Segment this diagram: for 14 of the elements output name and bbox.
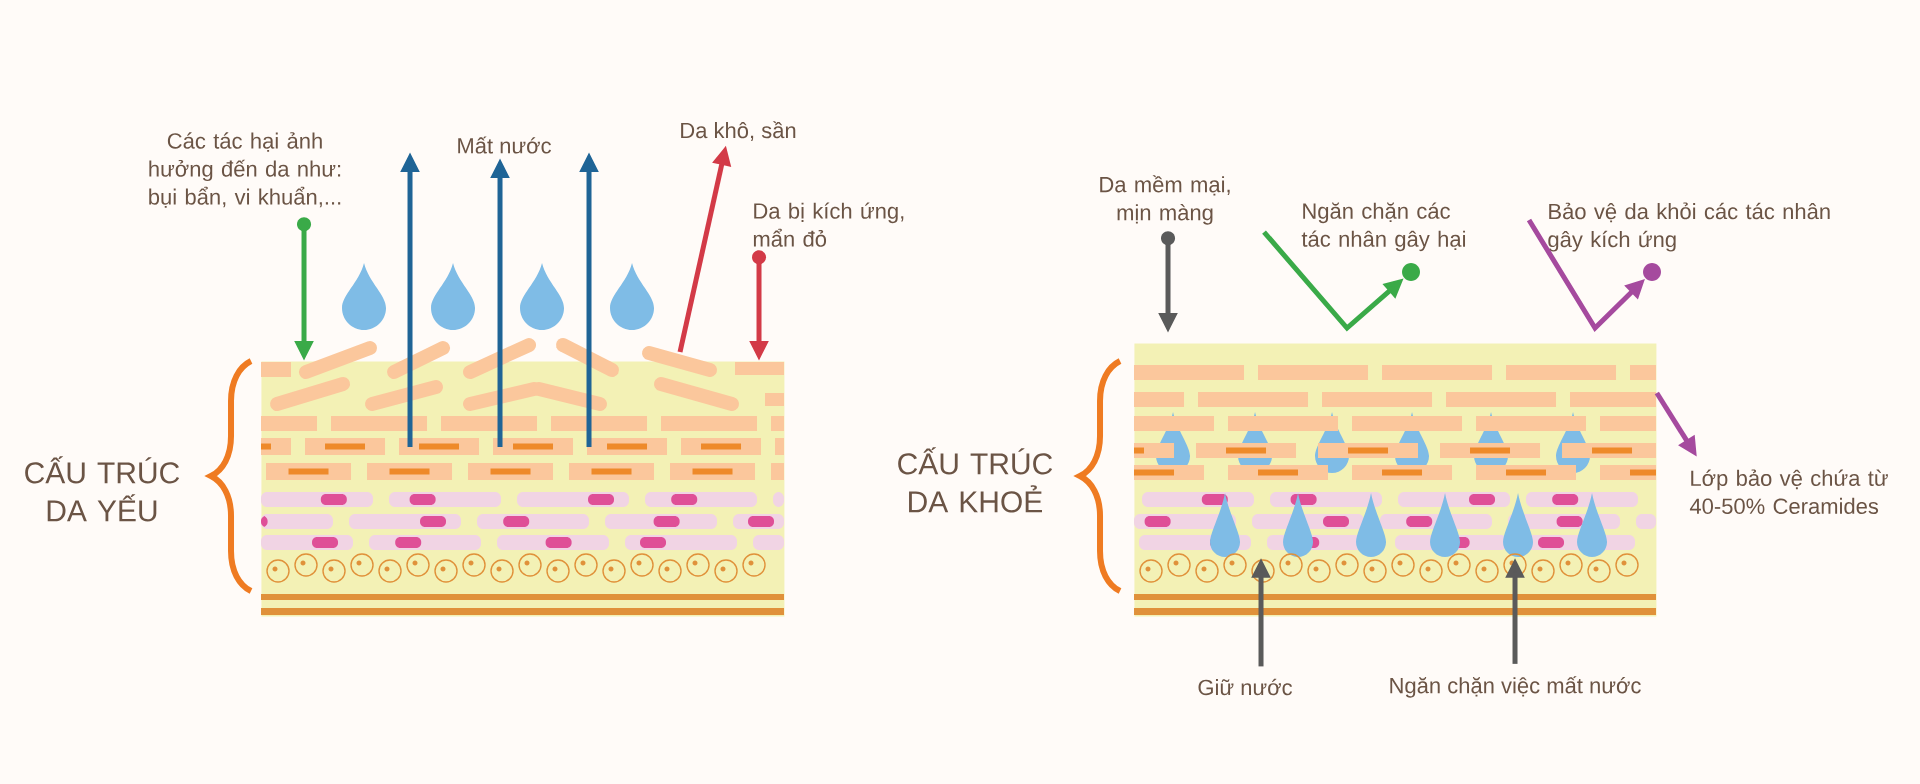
callout-text: Da khô, sần (681, 121, 796, 141)
callout-text: Lớp bảo vệ chứa từ 40-50% Ceramides (1689, 469, 1888, 514)
callout-text: Ngăn chặn việc mất nước (1390, 676, 1641, 698)
callout-text: Các tác hại ảnh hưởng đến da như: bụi bẩn, vi khuẩn,... (149, 132, 341, 208)
dot-marker (1643, 263, 1661, 281)
side-heading: CẤU TRÚC DA YẾU (25, 456, 180, 522)
callout-text: Bảo vệ da khỏi các tác nhân gây kích ứng (1548, 202, 1830, 252)
callout-text: Mất nước (458, 136, 551, 154)
callout-text: Da mềm mại, mịn màng (1100, 175, 1230, 225)
side-heading: CẤU TRÚC DA KHOẺ (898, 447, 1053, 513)
callout-text: Giữ nước (1198, 678, 1292, 696)
callout-text: Ngăn chặn các tác nhân gây hại (1301, 202, 1465, 252)
dot-marker (1402, 263, 1420, 281)
callout-text: Da bị kích ứng, mẩn đỏ (753, 202, 904, 247)
